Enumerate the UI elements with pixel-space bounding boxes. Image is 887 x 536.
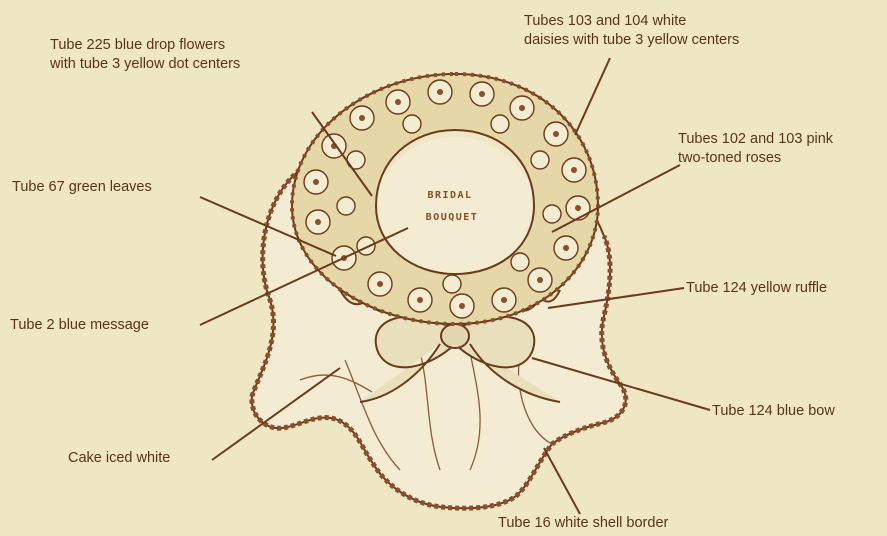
label-shell-border: Tube 16 white shell border — [498, 514, 668, 533]
label-cake-iced-white: Cake iced white — [68, 449, 170, 468]
label-yellow-ruffle: Tube 124 yellow ruffle — [686, 279, 827, 298]
label-white-daisies: Tubes 103 and 104 white daisies with tub… — [524, 12, 739, 50]
cake-message-line-2: BOUQUET — [426, 212, 479, 223]
leader-white-daisies — [575, 58, 610, 135]
cake-message-line-1: BRIDAL — [427, 190, 472, 201]
message-area — [379, 137, 531, 273]
label-blue-drop-flowers: Tube 225 blue drop flowers with tube 3 y… — [50, 36, 240, 74]
label-green-leaves: Tube 67 green leaves — [12, 178, 152, 197]
leader-shell-border — [544, 448, 580, 514]
label-blue-message: Tube 2 blue message — [10, 316, 149, 335]
label-blue-bow: Tube 124 blue bow — [712, 402, 835, 421]
bow-knot — [441, 324, 469, 348]
label-pink-roses: Tubes 102 and 103 pink two-toned roses — [678, 130, 833, 168]
